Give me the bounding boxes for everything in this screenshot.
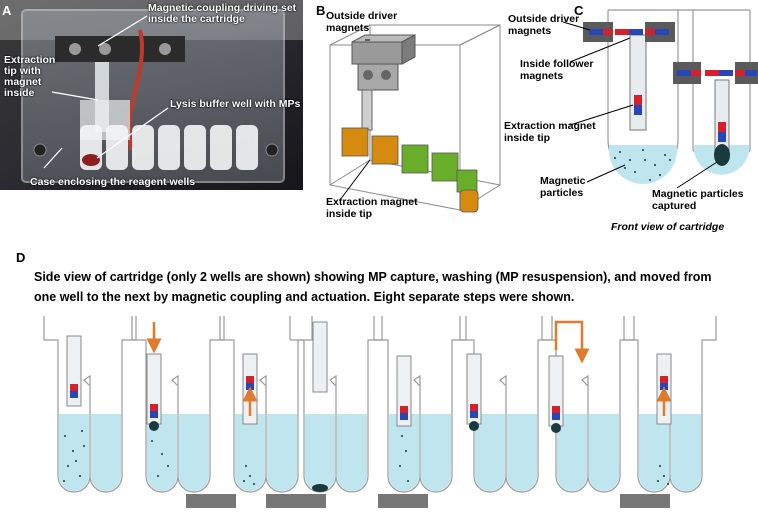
c-label-extraction-magnet: Extraction magnet inside tip xyxy=(504,120,596,144)
c-label-outside-driver: Outside driver magnets xyxy=(508,13,580,37)
panel-a-photo xyxy=(0,0,303,190)
c-label-inside-follower: Inside follower magnets xyxy=(520,58,594,82)
label-extraction-tip: Extraction tip with magnet inside xyxy=(4,54,56,99)
panel-d-letter: D xyxy=(16,250,26,265)
panel-d-description: Side view of cartridge (only 2 wells are… xyxy=(34,270,712,304)
panel-b-letter: B xyxy=(316,3,326,18)
panel-a-letter: A xyxy=(2,3,12,18)
c-label-particles-captured: Magnetic particles captured xyxy=(652,188,744,212)
label-magnetic-coupling: Magnetic coupling driving set inside the… xyxy=(148,2,297,25)
panel-c-diagram xyxy=(562,9,758,189)
panel-c-letter: C xyxy=(574,3,584,18)
c-label-magnetic-particles: Magnetic particles xyxy=(540,175,586,199)
panel-d-steps xyxy=(43,316,717,508)
b-label-extraction-magnet: Extraction magnet inside tip xyxy=(326,196,418,220)
label-case: Case enclosing the reagent wells xyxy=(30,176,196,188)
b-label-outside-driver: Outside driver magnets xyxy=(326,10,398,34)
c-caption: Front view of cartridge xyxy=(611,221,725,233)
panel-b-diagram xyxy=(329,24,501,213)
label-lysis-well: Lysis buffer well with MPs xyxy=(170,98,301,110)
